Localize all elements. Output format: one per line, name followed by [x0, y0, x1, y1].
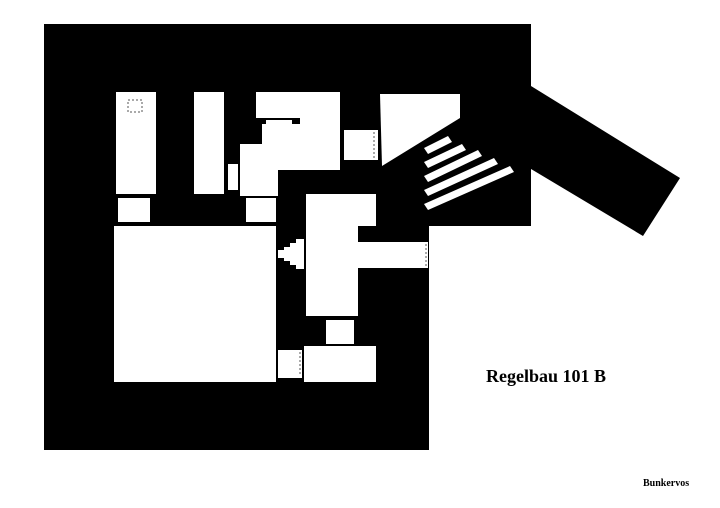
- doorway-bottom-left: [278, 350, 302, 378]
- main-chamber: [114, 226, 276, 382]
- doorway-upper-right: [344, 130, 378, 160]
- passage-middle: [246, 198, 276, 222]
- plan-details: [127, 99, 427, 376]
- room-middle-narrow: [194, 92, 224, 194]
- passage-left: [118, 198, 150, 222]
- door-strip-middle: [228, 164, 238, 190]
- room-left-narrow: [116, 92, 156, 194]
- room-angled-entrance: [380, 94, 460, 166]
- angled-step-bars: [424, 136, 514, 210]
- angled-wing-wall: [429, 24, 680, 236]
- room-bottom: [304, 346, 376, 382]
- credit-label: Bunkervos: [643, 478, 690, 489]
- vent-marker: [127, 99, 143, 113]
- room-top-small: [256, 92, 340, 118]
- door-strip-top: [266, 120, 292, 126]
- rooms: [114, 92, 460, 382]
- room-center-cross: [306, 194, 428, 316]
- room-upper-corridor: [240, 118, 340, 196]
- passage-lower: [326, 320, 354, 344]
- plan-title: Regelbau 101 B: [486, 366, 607, 386]
- embrasure-steps: [278, 239, 304, 269]
